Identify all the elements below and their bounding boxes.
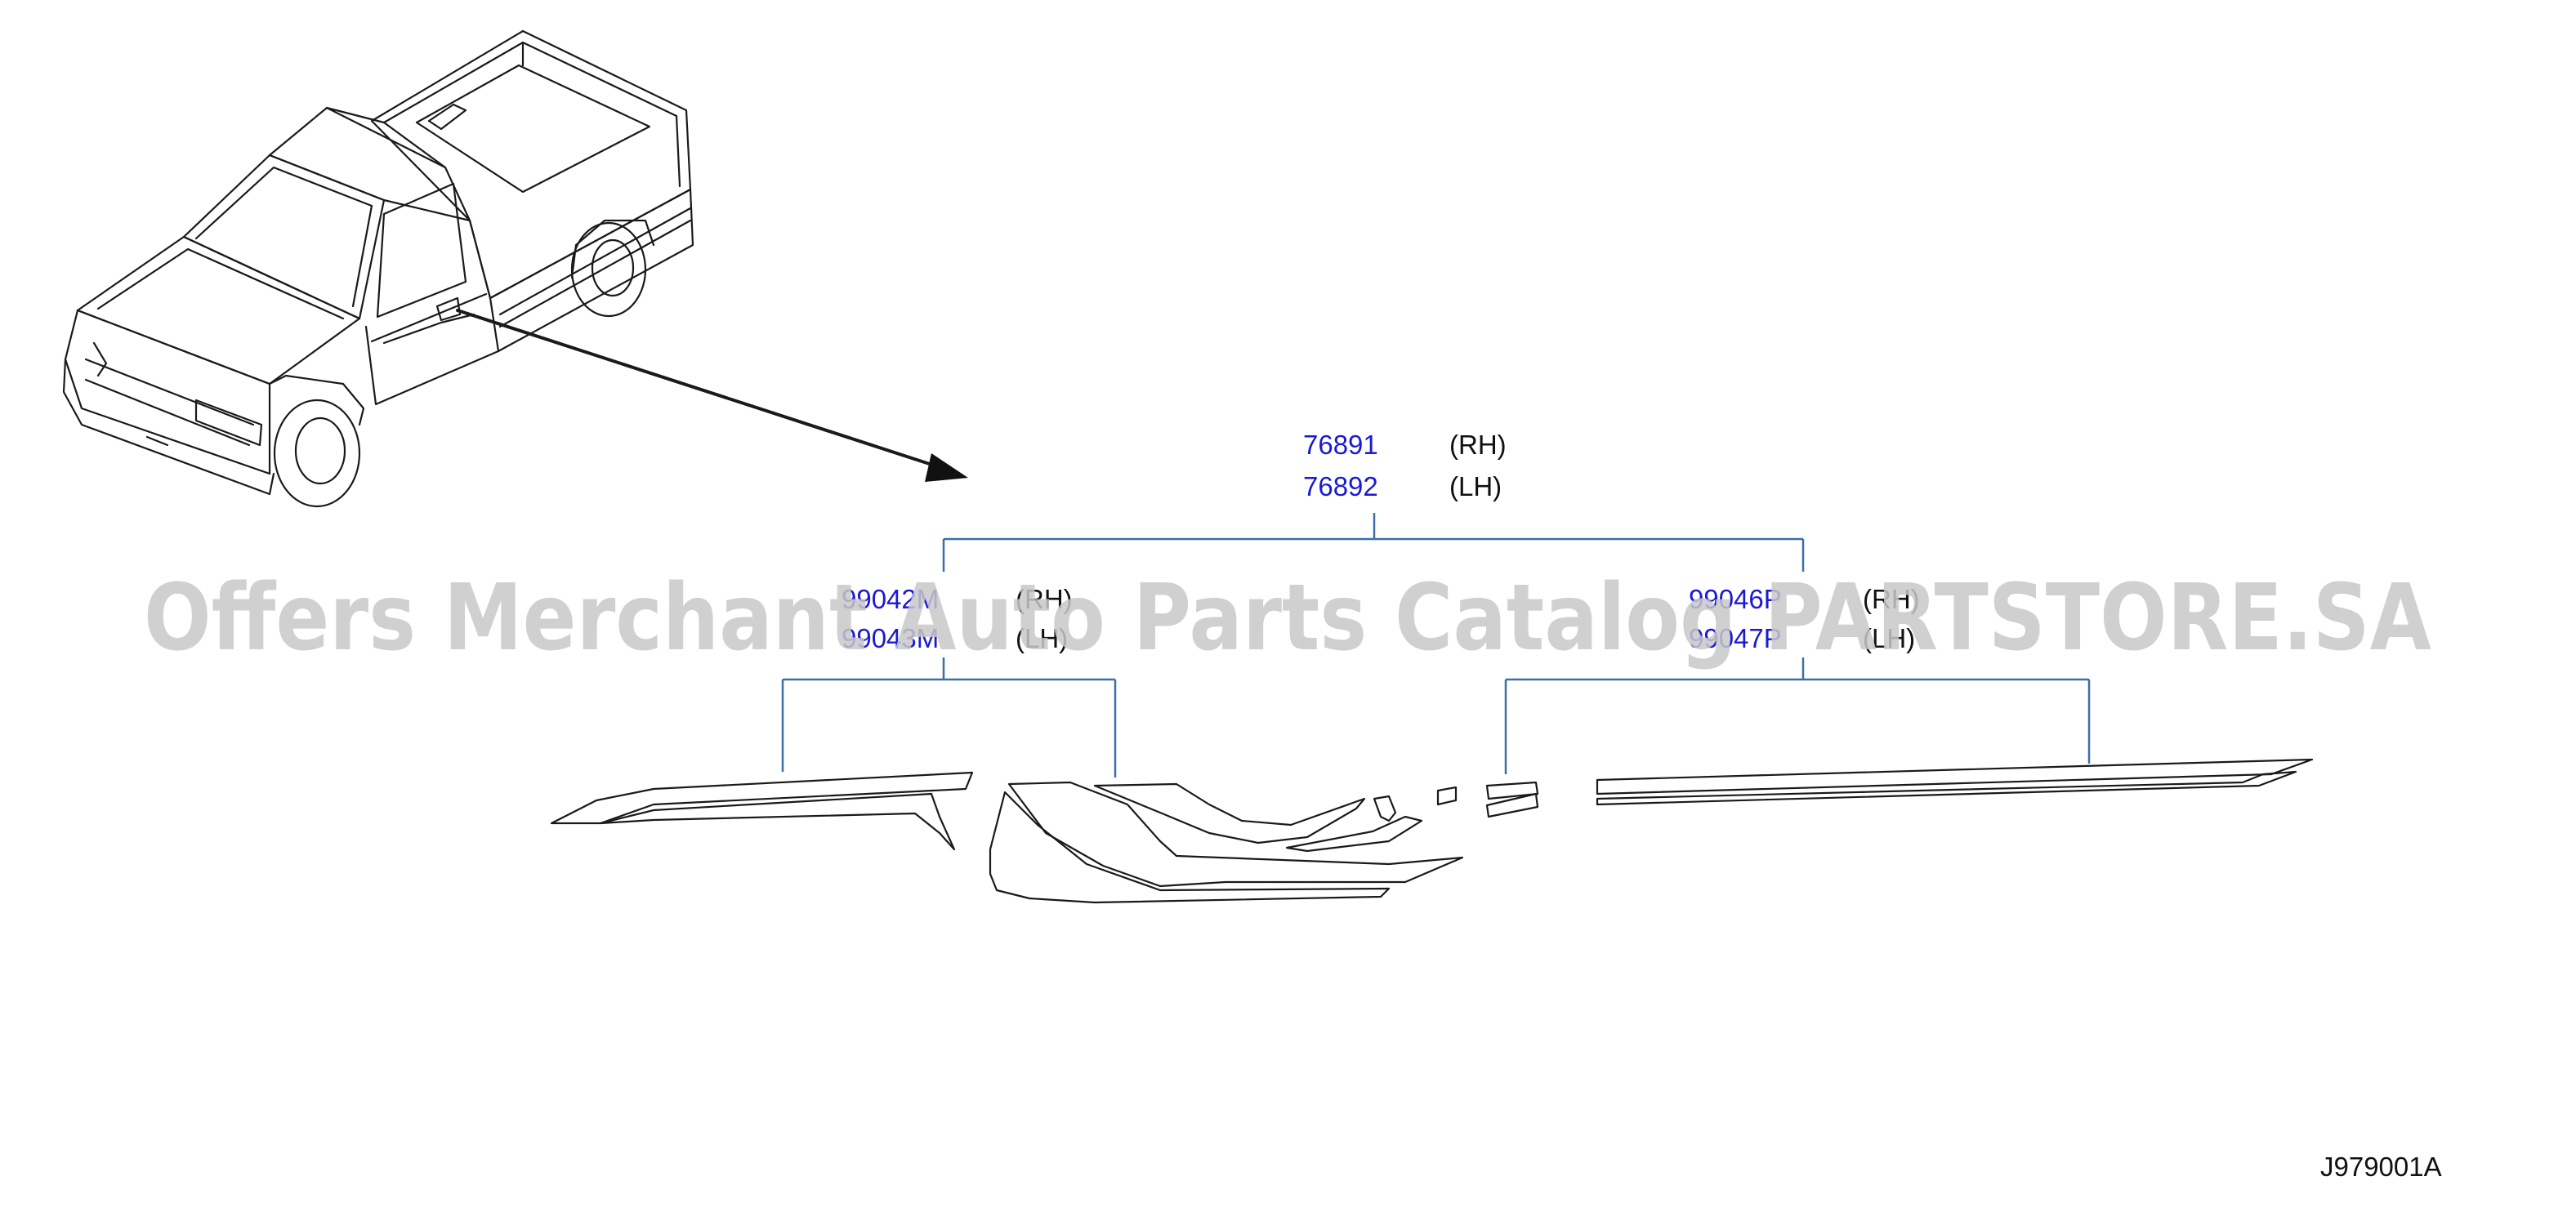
stripe-tape-parts <box>550 758 2314 904</box>
side-left-rh: (RH) <box>1016 584 1073 614</box>
side-right-lh: (LH) <box>1863 623 1915 653</box>
side-right-rh: (RH) <box>1863 584 1920 614</box>
part-number-left-rh[interactable]: 99042M <box>842 584 939 614</box>
side-main-rh: (RH) <box>1449 430 1507 460</box>
part-number-main-rh[interactable]: 76891 <box>1303 430 1378 460</box>
part-number-right-rh[interactable]: 99046P <box>1689 584 1782 614</box>
leader-lines <box>781 513 2091 778</box>
pickup-truck-illustration <box>62 29 694 508</box>
callout-main: 76891 (RH) 76892 (LH) <box>1303 430 1507 501</box>
watermark-text: Offers Merchant Auto Parts Catalog PARTS… <box>144 565 2431 671</box>
side-main-lh: (LH) <box>1449 471 1502 501</box>
side-left-lh: (LH) <box>1016 623 1068 653</box>
diagram-code: J979001A <box>2320 1152 2442 1182</box>
location-arrow <box>456 309 968 482</box>
part-number-right-lh[interactable]: 99047P <box>1689 623 1782 653</box>
part-number-main-lh[interactable]: 76892 <box>1303 471 1378 501</box>
part-number-left-lh[interactable]: 99043M <box>842 623 939 653</box>
callout-right: 99046P (RH) 99047P (LH) <box>1689 584 1920 653</box>
callout-left: 99042M (RH) 99043M (LH) <box>842 584 1073 653</box>
